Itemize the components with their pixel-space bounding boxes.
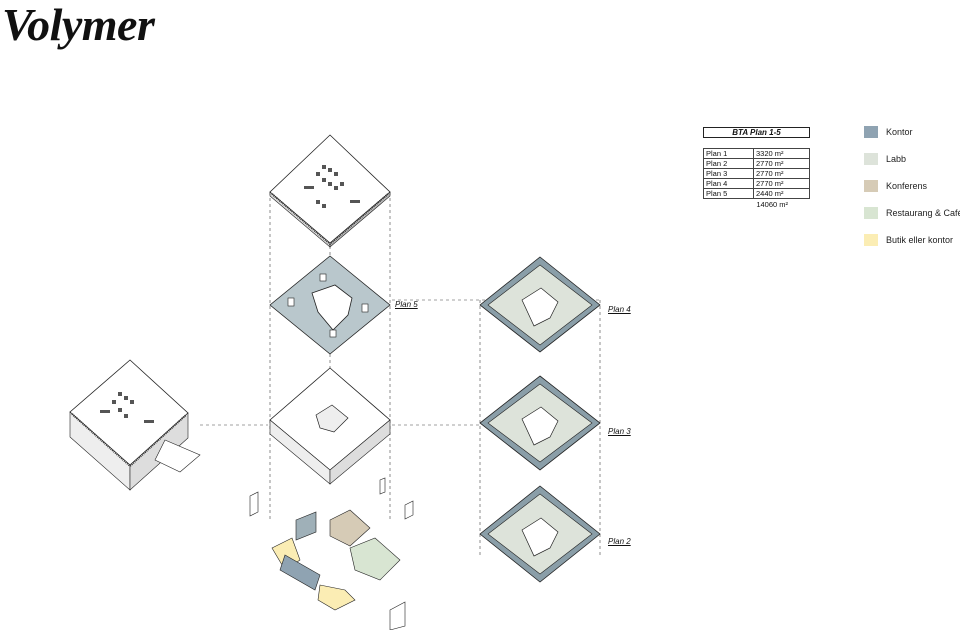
plan4-floor bbox=[479, 256, 601, 353]
legend-label: Kontor bbox=[886, 127, 913, 137]
plan5-label: Plan 5 bbox=[395, 300, 418, 309]
legend-label: Restaurang & Café bbox=[886, 208, 960, 218]
page-title: Volymer bbox=[2, 0, 155, 50]
roof-equipment bbox=[304, 165, 360, 208]
middle-block bbox=[269, 367, 391, 485]
legend-swatch bbox=[864, 153, 878, 165]
plan3-label: Plan 3 bbox=[608, 427, 631, 436]
legend-label: Butik eller kontor bbox=[886, 235, 954, 245]
legend-swatch bbox=[864, 126, 878, 138]
legend-label: Konferens bbox=[886, 181, 928, 191]
full-building bbox=[69, 359, 201, 491]
bta-area-cell: 2440 m² bbox=[753, 188, 810, 199]
plan1-ground bbox=[249, 477, 414, 630]
bta-table-title: BTA Plan 1-5 bbox=[703, 127, 810, 138]
plan3-floor bbox=[479, 375, 601, 471]
legend-swatch bbox=[864, 234, 878, 246]
legend-swatch bbox=[864, 207, 878, 219]
bta-total: 14060 m² bbox=[756, 200, 788, 209]
legend-label: Labb bbox=[886, 154, 907, 164]
plan2-floor bbox=[479, 485, 601, 583]
plan4-label: Plan 4 bbox=[608, 305, 631, 314]
plan2-label: Plan 2 bbox=[608, 537, 631, 546]
plan5-floor bbox=[269, 255, 391, 355]
roof-top-block bbox=[269, 134, 391, 248]
legend-swatch bbox=[864, 180, 878, 192]
